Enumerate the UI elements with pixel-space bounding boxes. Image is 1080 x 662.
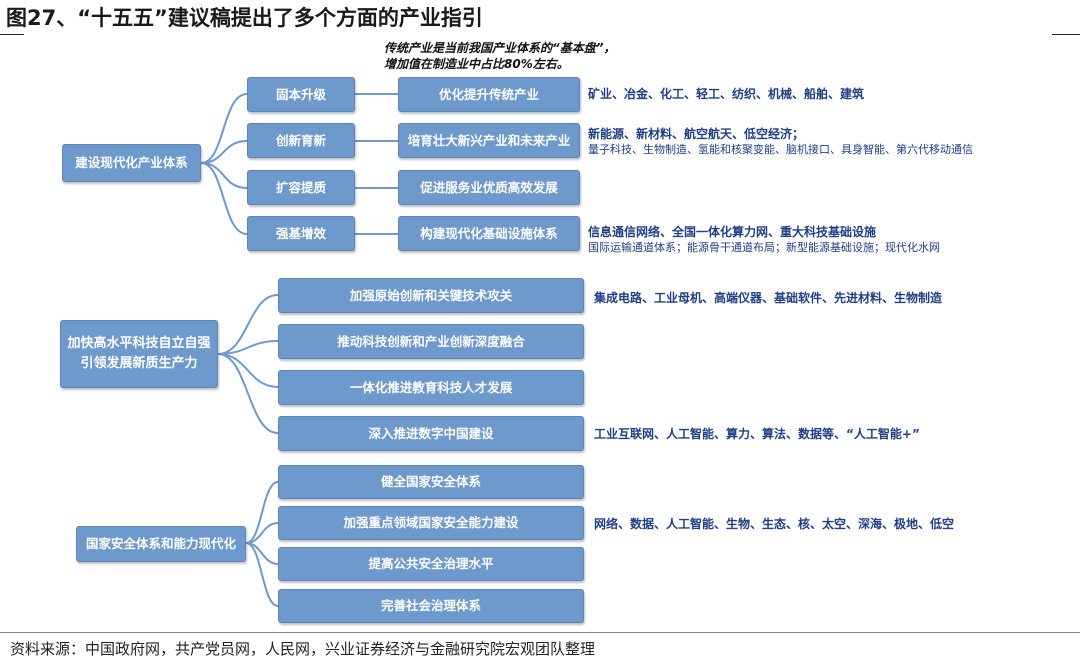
action-box: 促进服务业优质高效发展 (398, 170, 580, 205)
detail-text-secondary: 量子科技、生物制造、氢能和核聚变能、脑机接口、具身智能、第六代移动通信 (588, 143, 973, 156)
connector-line (217, 353, 279, 388)
connector-line (217, 353, 279, 434)
connector-line (217, 294, 279, 355)
detail-text: 工业互联网、人工智能、算力、算法、数据等、“人工智能+” (594, 427, 920, 441)
title-rule-right (1052, 34, 1080, 35)
section-tech-self-reliance: 加快高水平科技自立自强 引领发展新质生产力 (60, 320, 218, 388)
action-box: 加强重点领域国家安全能力建设 (278, 506, 584, 540)
action-box: 培育壮大新兴产业和未来产业 (398, 123, 580, 158)
annotation-note-line1: 传统产业是当前我国产业体系的“基本盘”， (384, 41, 616, 55)
figure-title: 图27、“十五五”建议稿提出了多个方面的产业指引 (6, 6, 483, 30)
tag-box: 扩容提质 (247, 170, 355, 205)
tag-box: 固本升级 (247, 77, 355, 112)
detail-text: 网络、数据、人工智能、生物、生态、核、太空、深海、极地、低空 (594, 517, 955, 531)
action-box: 健全国家安全体系 (278, 465, 584, 499)
section-title-multiline: 加快高水平科技自立自强 引领发展新质生产力 (67, 334, 210, 374)
source-note: 资料来源：中国政府网，共产党员网，人民网，兴业证券经济与金融研究院宏观团队整理 (10, 640, 596, 658)
section-modern-industry: 建设现代化产业体系 (62, 144, 201, 182)
connector-line (200, 162, 248, 235)
action-box: 推动科技创新和产业创新深度融合 (278, 324, 584, 359)
connector-line (217, 340, 279, 355)
detail-text: 矿业、冶金、化工、轻工、纺织、机械、船舶、建筑 (588, 87, 865, 101)
detail-text-secondary: 国际运输通道体系；能源骨干通道布局；新型能源基础设施；现代化水网 (588, 241, 940, 254)
action-box: 深入推进数字中国建设 (278, 416, 584, 451)
title-rule-left (0, 34, 24, 35)
connector-line (245, 542, 279, 607)
tag-box: 创新育新 (247, 123, 355, 158)
action-box: 一体化推进教育科技人才发展 (278, 370, 584, 405)
section-national-security: 国家安全体系和能力现代化 (76, 526, 246, 562)
connector-line (200, 140, 248, 164)
action-box: 优化提升传统产业 (398, 77, 580, 112)
tag-box: 强基增效 (247, 216, 355, 251)
action-box: 完善社会治理体系 (278, 589, 584, 623)
annotation-note-line2: 增加值在制造业中占比80%左右。 (384, 57, 569, 71)
section-title-line: 引领发展新质生产力 (80, 356, 198, 371)
action-box: 加强原始创新和关键技术攻关 (278, 278, 584, 313)
footer-rule (0, 632, 1080, 633)
action-box: 提高公共安全治理水平 (278, 547, 584, 581)
connector-line (200, 93, 248, 164)
detail-text: 新能源、新材料、航空航天、低空经济； (588, 127, 805, 141)
action-box: 构建现代化基础设施体系 (398, 216, 580, 251)
detail-text: 信息通信网络、全国一体化算力网、重大科技基础设施 (588, 225, 877, 239)
detail-text: 集成电路、工业母机、高端仪器、基础软件、先进材料、生物制造 (594, 291, 943, 305)
connector-line (245, 481, 279, 544)
section-title-line: 加快高水平科技自立自强 (67, 335, 211, 351)
connector-line (200, 162, 248, 189)
